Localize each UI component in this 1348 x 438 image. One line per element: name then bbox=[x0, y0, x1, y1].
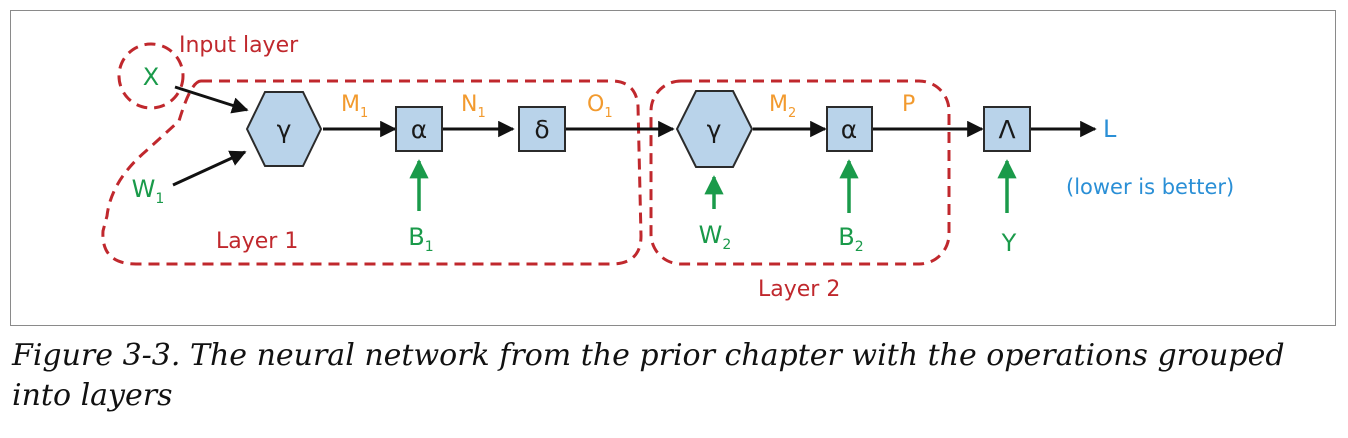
gamma1-node bbox=[245, 91, 323, 167]
delta1-label: δ bbox=[534, 115, 549, 144]
y-input-label: Y bbox=[1001, 229, 1017, 257]
lambda-node bbox=[983, 106, 1031, 152]
layer2-label: Layer 2 bbox=[758, 277, 840, 302]
b2-input-label: B2 bbox=[838, 223, 863, 255]
alpha2-label: α bbox=[841, 115, 857, 144]
diagram-frame: γ α δ γ α Λ Input layer Layer 1 Layer 2 … bbox=[10, 10, 1336, 326]
input-layer-outline bbox=[117, 42, 185, 110]
b1-input-label: B1 bbox=[408, 223, 433, 255]
input-layer-label: Input layer bbox=[179, 33, 299, 58]
x-input-label: X bbox=[143, 63, 159, 91]
lambda-label: Λ bbox=[998, 115, 1015, 144]
arrow-w1-to-gamma1 bbox=[172, 150, 247, 187]
layer1-label: Layer 1 bbox=[216, 229, 298, 254]
loss-label: L bbox=[1103, 115, 1117, 143]
n1-label: N1 bbox=[461, 92, 486, 121]
m2-label: M2 bbox=[769, 92, 796, 121]
p-label: P bbox=[902, 92, 915, 117]
loss-note: (lower is better) bbox=[1066, 175, 1234, 199]
alpha1-node bbox=[395, 106, 443, 152]
w2-input-label: W2 bbox=[699, 221, 732, 253]
gamma2-label: γ bbox=[707, 115, 722, 144]
figure-caption: Figure 3-3. The neural network from the … bbox=[12, 338, 1285, 413]
o1-label: O1 bbox=[587, 92, 613, 121]
alpha1-label: α bbox=[411, 115, 427, 144]
arrow-x-to-gamma1 bbox=[174, 85, 249, 114]
delta1-node bbox=[518, 106, 566, 152]
m1-label: M1 bbox=[341, 92, 368, 121]
layer2-outline bbox=[649, 79, 951, 266]
gamma1-label: γ bbox=[277, 115, 292, 144]
gamma2-node bbox=[675, 90, 754, 168]
w1-input-label: W1 bbox=[132, 175, 165, 207]
network-diagram: γ α δ γ α Λ Input layer Layer 1 Layer 2 … bbox=[101, 33, 1234, 302]
alpha2-node bbox=[826, 106, 873, 152]
